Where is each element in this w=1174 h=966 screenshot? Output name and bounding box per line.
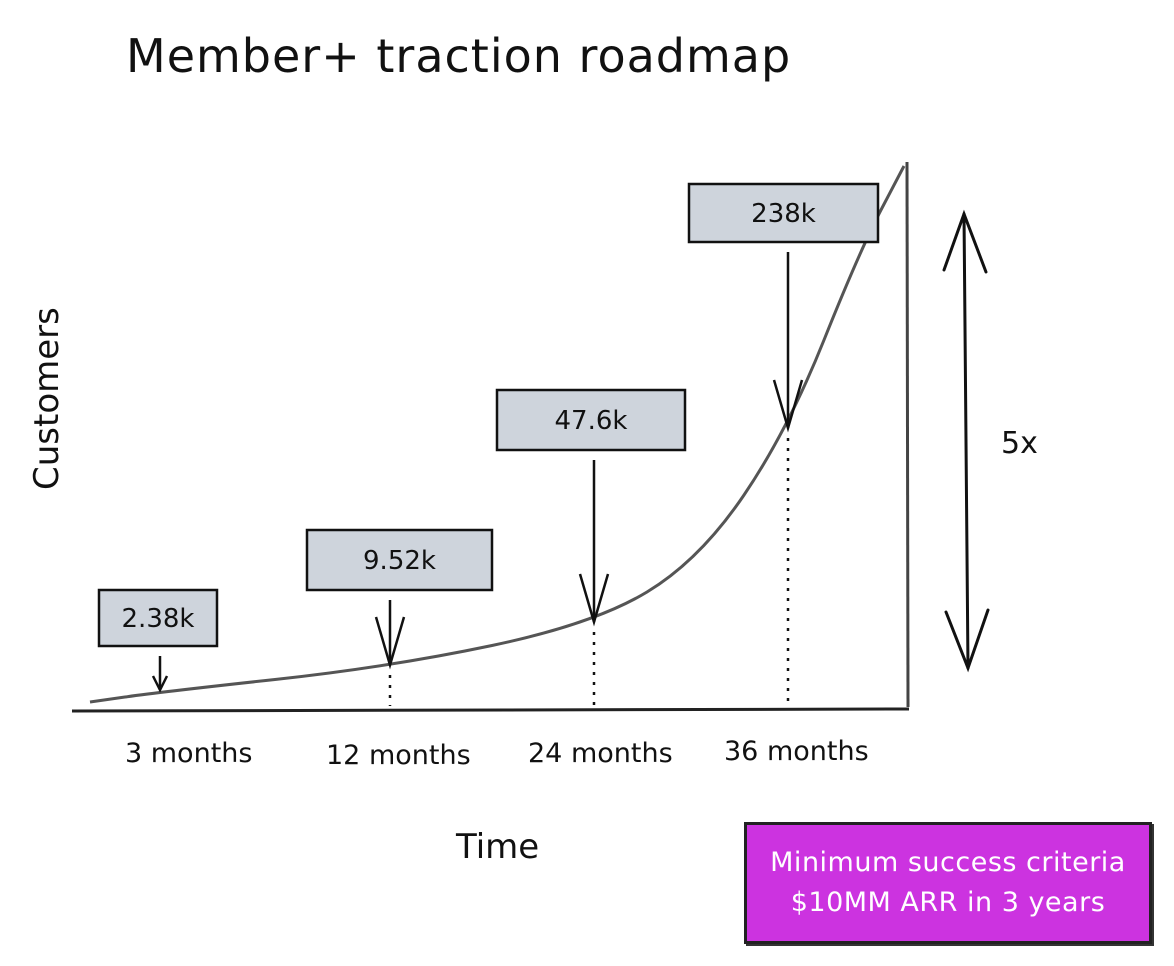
value-box <box>97 588 219 648</box>
growth-curve <box>89 165 906 704</box>
pointer-arrow-head <box>578 573 610 627</box>
growth-factor-label: 5x <box>1001 426 1038 461</box>
chart-title: Member+ traction roadmap <box>126 29 791 83</box>
x-tick-label: 24 months <box>528 738 673 769</box>
x-axis <box>71 707 910 713</box>
value-box <box>495 388 687 452</box>
value-box <box>687 182 880 244</box>
milestone-1: 2.38k 3 months <box>97 588 252 769</box>
x-tick-label: 36 months <box>724 736 869 767</box>
milestone-3: 47.6k 24 months <box>495 388 687 769</box>
value-label: 238k <box>751 199 816 229</box>
value-label: 2.38k <box>122 604 195 634</box>
x-tick-label: 3 months <box>125 738 252 769</box>
callout-line-1: Minimum success criteria <box>770 847 1126 878</box>
value-box <box>305 528 494 592</box>
five-x-double-arrow <box>942 209 990 673</box>
x-axis-label: Time <box>455 827 539 867</box>
milestone-4: 238k 36 months <box>687 182 880 767</box>
pointer-arrow-head <box>374 616 406 670</box>
success-criteria-callout: Minimum success criteria $10MM ARR in 3 … <box>744 822 1152 944</box>
value-label: 9.52k <box>363 546 436 576</box>
x-tick-label: 12 months <box>326 740 471 771</box>
callout-line-2: $10MM ARR in 3 years <box>790 887 1106 918</box>
value-label: 47.6k <box>555 406 628 436</box>
pointer-arrow-head <box>772 379 804 433</box>
y-axis-right <box>905 161 910 708</box>
y-axis-label: Customers <box>27 307 67 490</box>
pointer-arrow-head <box>151 675 169 693</box>
milestone-2: 9.52k 12 months <box>305 528 494 771</box>
